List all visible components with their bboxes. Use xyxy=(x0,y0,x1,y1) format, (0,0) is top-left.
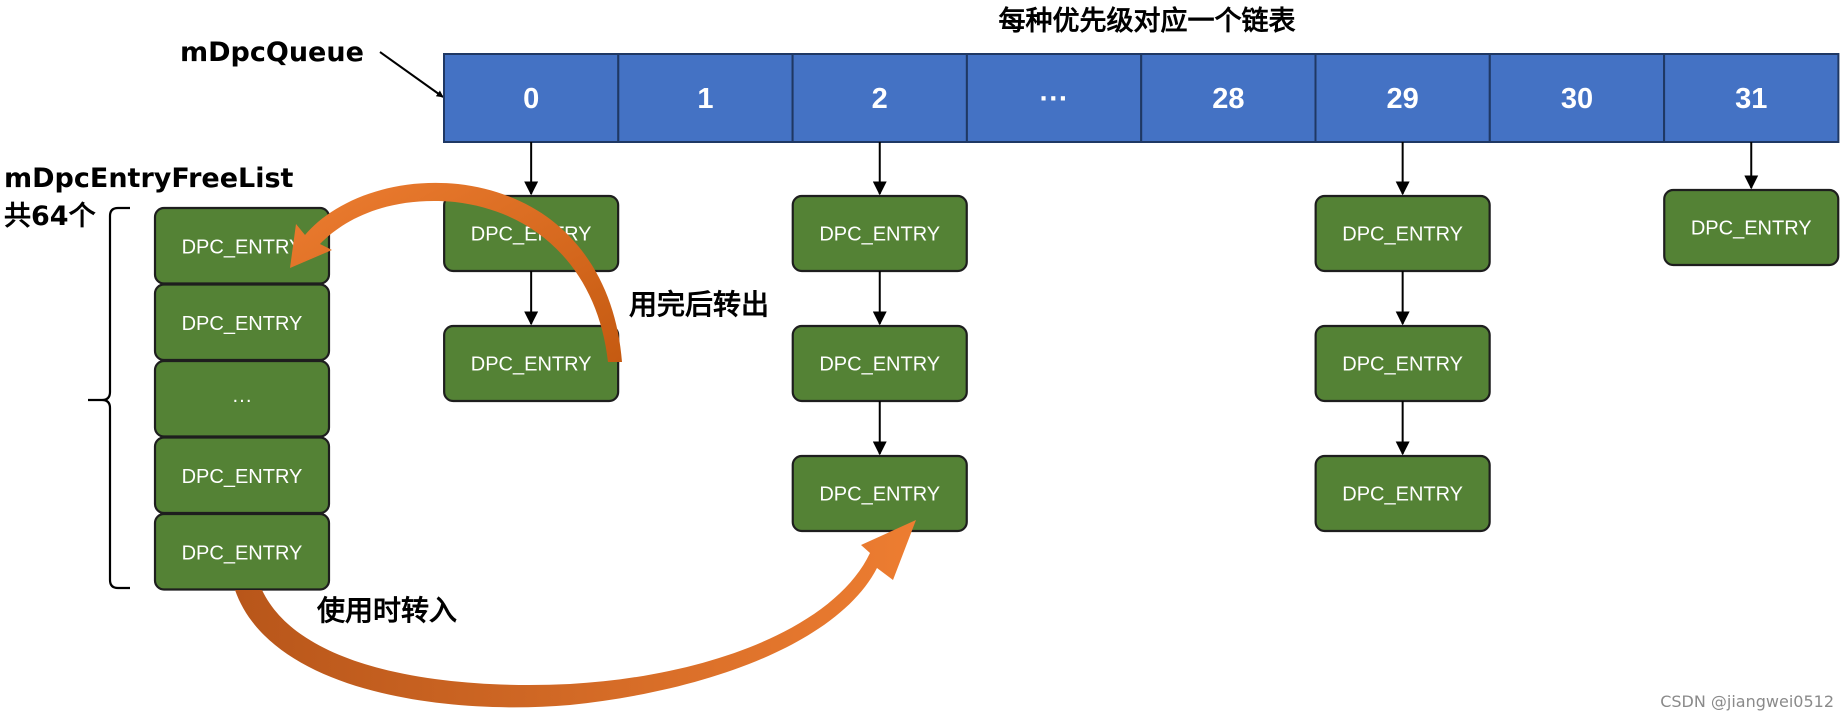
free-list-entry xyxy=(153,512,331,591)
chain-entry-label: DPC_ENTRY xyxy=(1342,224,1463,246)
priority-chains: DPC_ENTRY DPC_ENTRY DPC_ENTRY DPC_ENTRY DPC_… xyxy=(443,142,1840,533)
chain-entry-label: DPC_ENTRY xyxy=(1691,218,1812,240)
queue-title: 每种优先级对应一个链表 xyxy=(999,5,1296,37)
queue-cell-label: 1 xyxy=(697,83,713,115)
free-list-name-label: mDpcEntryFreeList xyxy=(4,163,294,194)
take-arrow-label: 使用时转入 xyxy=(316,594,457,627)
queue-cell-2 xyxy=(791,53,968,143)
free-list-entry-label: ··· xyxy=(232,389,252,411)
chain-entry xyxy=(1663,188,1840,267)
chain-entry-label: DPC_ENTRY xyxy=(471,354,592,376)
queue-cell-4 xyxy=(1140,53,1317,143)
free-list-brace xyxy=(88,206,130,590)
chain-entry-label: DPC_ENTRY xyxy=(819,354,940,376)
queue-cell-label: 30 xyxy=(1561,83,1593,115)
queue-cell-label: 29 xyxy=(1387,83,1419,115)
free-list-entry-label: DPC_ENTRY xyxy=(182,236,303,258)
queue-pointer-arrow xyxy=(379,51,444,98)
free-list-entry-label: DPC_ENTRY xyxy=(182,466,303,488)
queue-cell-7 xyxy=(1663,53,1840,143)
take-curved-arrow xyxy=(235,520,916,708)
chain-entry-label: DPC_ENTRY xyxy=(1342,354,1463,376)
queue-cell-label: 2 xyxy=(872,83,888,115)
free-list-entry-label: DPC_ENTRY xyxy=(182,542,303,564)
free-list-stack: DPC_ENTRY DPC_ENTRY ··· DPC_ENTRY DPC_ENTRY xyxy=(153,206,331,591)
queue-cell-0 xyxy=(443,53,620,143)
chain-entry xyxy=(791,454,968,533)
chain-entry-label: DPC_ENTRY xyxy=(819,224,940,246)
queue-cell-label: 0 xyxy=(523,83,539,115)
queue-cell-1 xyxy=(617,53,794,143)
free-list-count-label: 共64个 xyxy=(4,201,97,232)
queue-cell-5 xyxy=(1314,53,1491,143)
queue-cell-label: ··· xyxy=(1040,83,1069,115)
chain-entry xyxy=(443,324,620,403)
chain-entry-label: DPC_ENTRY xyxy=(1342,484,1463,506)
free-list-entry-label: DPC_ENTRY xyxy=(182,313,303,335)
queue-cell-label: 31 xyxy=(1735,83,1767,115)
queue-cell-label: 28 xyxy=(1212,83,1244,115)
queue-cell-6 xyxy=(1488,53,1666,143)
chain-entry-label: DPC_ENTRY xyxy=(819,484,940,506)
watermark: CSDN @jiangwei0512 xyxy=(1660,692,1834,711)
return-curved-arrow xyxy=(290,182,622,362)
return-arrow-label: 用完后转出 xyxy=(629,288,769,321)
priority-queue: 0 1 2 ··· 28 29 30 31 xyxy=(443,53,1840,143)
queue-name-label: mDpcQueue xyxy=(180,37,364,68)
chain-entry xyxy=(1314,454,1491,533)
